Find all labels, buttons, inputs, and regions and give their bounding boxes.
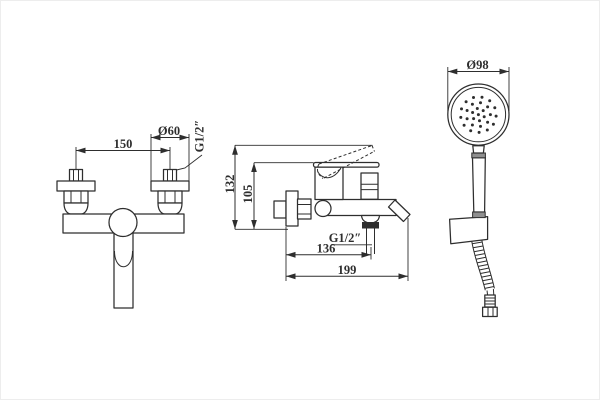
handle-lower-band — [472, 211, 486, 219]
front-thread-leader — [176, 154, 203, 171]
spray-face — [450, 86, 507, 143]
hose-left-edge — [471, 241, 486, 291]
spout-tip — [387, 199, 411, 223]
spray-nozzle-dots — [459, 95, 498, 134]
wall-bracket — [448, 215, 489, 245]
left-hex-nut — [63, 190, 89, 204]
hand-shower-handle — [471, 157, 486, 213]
diverter-knob — [360, 172, 379, 200]
hand-shower-dimension: Ø98 — [447, 58, 510, 111]
left-inlet-assembly — [56, 168, 96, 215]
lever-ball-front — [108, 207, 138, 238]
hex-nipple-side — [296, 198, 312, 220]
dim-132-label: 132 — [223, 175, 237, 194]
shower-outlet — [360, 214, 381, 254]
right-inlet-assembly — [150, 168, 190, 215]
shower-hose — [471, 239, 498, 318]
hose-ribs — [472, 241, 495, 289]
right-escutcheon — [150, 180, 190, 192]
side-dimensions: 132 105 G1/2″ 136 199 — [223, 144, 409, 281]
mixer-body-side — [322, 198, 397, 217]
mixer-handle-front — [113, 230, 134, 309]
dim-136-label: 136 — [317, 242, 336, 256]
side-view: 132 105 G1/2″ 136 199 — [223, 144, 411, 281]
dim-d60-label: Ø60 — [158, 124, 180, 138]
hand-shower-view: Ø98 — [447, 58, 510, 318]
dim-199-label: 199 — [338, 263, 357, 277]
wall-escutcheon-side — [285, 190, 299, 227]
lever-raised-phantom — [316, 145, 375, 179]
side-thread-label: G1/2″ — [329, 231, 362, 245]
wall-flange-side — [273, 200, 287, 219]
right-hex-nut — [157, 190, 183, 204]
handle-upper-band — [471, 152, 486, 159]
front-view: 150 Ø60 G1/2″ — [56, 120, 207, 309]
front-thread-label: G1/2″ — [193, 120, 207, 153]
dim-150-label: 150 — [114, 137, 133, 151]
outlet-thread-band — [362, 222, 379, 229]
lever-handle-side — [312, 161, 380, 168]
handle-inner-curve — [114, 250, 133, 268]
head-neck — [472, 145, 485, 154]
left-escutcheon — [56, 180, 96, 192]
hose-nut — [481, 306, 498, 318]
dim-d98-label: Ø98 — [466, 58, 488, 72]
front-dimensions: 150 Ø60 G1/2″ — [75, 120, 207, 181]
ball-joint-side — [314, 199, 332, 218]
dim-105-label: 105 — [241, 185, 255, 204]
